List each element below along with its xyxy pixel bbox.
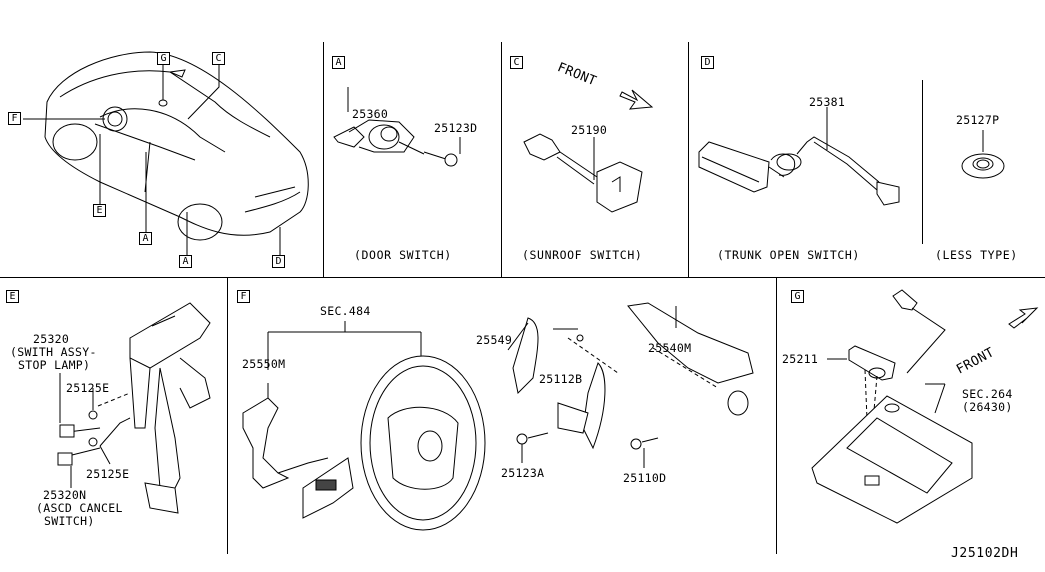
panel-c-sunroof-switch: C FRONT 25190 (SUNROOF SWITCH) bbox=[502, 42, 688, 277]
door-switch-drawing bbox=[333, 87, 461, 167]
part-25125E-lower: 25125E bbox=[86, 467, 130, 481]
part-25549: 25549 bbox=[476, 333, 513, 347]
car-overview-panel: G C F E A A D bbox=[0, 42, 323, 277]
divider-overview-a bbox=[323, 42, 324, 277]
pedal-bracket-drawing bbox=[57, 302, 211, 514]
panel-tag-c: C bbox=[510, 56, 523, 69]
callout-g: G bbox=[157, 52, 170, 65]
panel-tag-e: E bbox=[6, 290, 19, 303]
row-divider bbox=[0, 277, 1045, 278]
panel-tag-g: G bbox=[791, 290, 804, 303]
part-25360: 25360 bbox=[352, 107, 389, 121]
panel-tag-a: A bbox=[332, 56, 345, 69]
caption-less-type: (LESS TYPE) bbox=[935, 248, 1018, 262]
part-25127P: 25127P bbox=[956, 113, 1000, 127]
callout-a-rear: A bbox=[179, 255, 192, 268]
part-25320: 25320 bbox=[33, 332, 70, 346]
part-25123D: 25123D bbox=[434, 121, 478, 135]
part-25125E-upper: 25125E bbox=[66, 381, 110, 395]
caption-door-switch: (DOOR SWITCH) bbox=[354, 248, 452, 262]
steering-assembly-drawing bbox=[242, 302, 754, 531]
part-25320N-desc-line1: (ASCD CANCEL bbox=[36, 501, 123, 515]
divider-d-less bbox=[922, 80, 923, 244]
divider-e-f bbox=[227, 278, 228, 554]
map-lamp-drawing bbox=[811, 289, 1039, 524]
panel-e-stop-lamp-switch: E 25320 (SWITH ASSY- STOP LAMP) 25125E 2… bbox=[0, 278, 227, 555]
panel-f-steering-switches: F SEC.484 25550M 25549 25112B bbox=[228, 278, 776, 555]
panel-g-map-lamp: G FRONT 25211 SEC.264 (26430) bbox=[777, 278, 1045, 555]
callout-e: E bbox=[93, 204, 106, 217]
part-25190: 25190 bbox=[571, 123, 608, 137]
callout-a-front: A bbox=[139, 232, 152, 245]
part-25211: 25211 bbox=[782, 352, 819, 366]
caption-trunk-open-switch: (TRUNK OPEN SWITCH) bbox=[717, 248, 860, 262]
part-25320-desc-line1: (SWITH ASSY- bbox=[10, 345, 97, 359]
section-ref-484: SEC.484 bbox=[320, 304, 371, 318]
callout-c: C bbox=[212, 52, 225, 65]
part-25320-desc-line2: STOP LAMP) bbox=[18, 358, 91, 372]
section-ref-26430: (26430) bbox=[962, 400, 1013, 414]
section-ref-264: SEC.264 bbox=[962, 387, 1013, 401]
part-25112B: 25112B bbox=[539, 372, 583, 386]
part-25320N-desc-line2: SWITCH) bbox=[44, 514, 95, 528]
callout-d: D bbox=[272, 255, 285, 268]
caption-sunroof-switch: (SUNROOF SWITCH) bbox=[522, 248, 643, 262]
part-25540M: 25540M bbox=[648, 341, 692, 355]
sunroof-switch-drawing bbox=[523, 89, 654, 213]
part-25320N: 25320N bbox=[43, 488, 87, 502]
front-arrow-icon-g bbox=[1008, 307, 1039, 329]
panel-tag-d: D bbox=[701, 56, 714, 69]
diagram-code: J25102DH bbox=[951, 546, 1019, 561]
callout-f: F bbox=[8, 112, 21, 125]
part-25110D: 25110D bbox=[623, 471, 667, 485]
car-overview-drawing bbox=[23, 51, 309, 256]
divider-c-d bbox=[688, 42, 689, 277]
part-25381: 25381 bbox=[809, 95, 846, 109]
front-arrow-icon bbox=[619, 89, 654, 110]
panel-tag-f: F bbox=[237, 290, 250, 303]
panel-a-door-switch: A 25360 25123D (DOOR SWITCH) bbox=[324, 42, 501, 277]
divider-a-c bbox=[501, 42, 502, 277]
panel-d-trunk-open-switch: D 25381 25127P (TRUNK OPEN SWITCH) (LESS… bbox=[689, 42, 1045, 277]
part-25123A: 25123A bbox=[501, 466, 545, 480]
part-25550M: 25550M bbox=[242, 357, 286, 371]
trunk-switch-drawing bbox=[698, 107, 1005, 206]
divider-f-g bbox=[776, 278, 777, 554]
